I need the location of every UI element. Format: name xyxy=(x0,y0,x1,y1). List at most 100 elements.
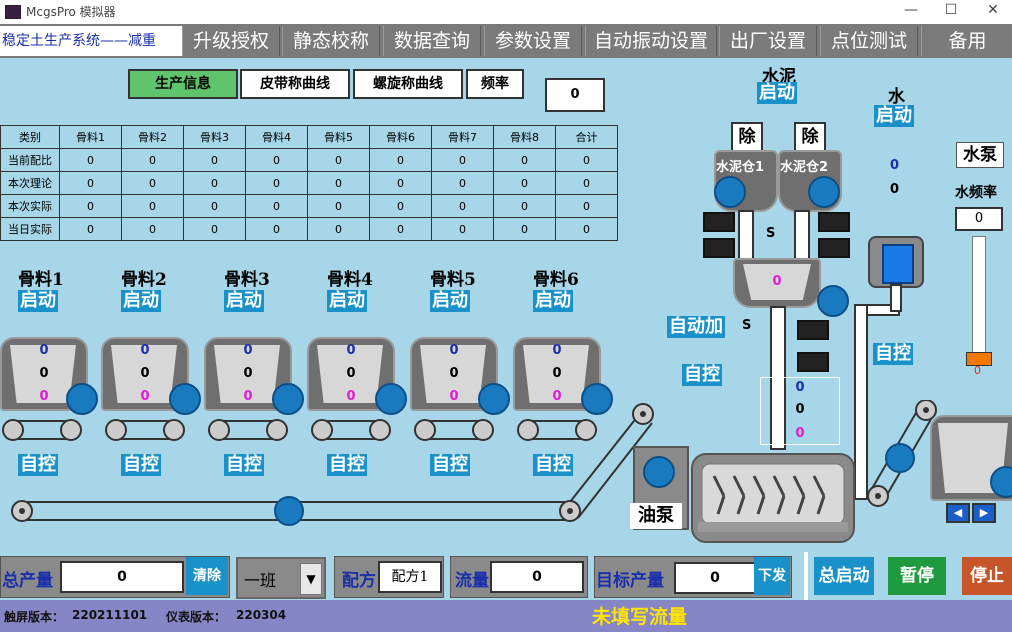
aggregate-start-button[interactable]: 启动 xyxy=(430,290,470,312)
water-freq-input[interactable]: 0 xyxy=(955,207,1003,231)
aggregate-start-button[interactable]: 启动 xyxy=(224,290,264,312)
oil-pump-label: 油泵 xyxy=(630,503,682,529)
aggregate-start-button[interactable]: 启动 xyxy=(533,290,573,312)
table-cell: 0 xyxy=(183,194,246,218)
aggregate-hopper: 0 0 0 xyxy=(101,337,189,411)
table-cell: 0 xyxy=(245,171,308,195)
aggregate-start-button[interactable]: 启动 xyxy=(18,290,58,312)
vibrator-indicator[interactable] xyxy=(169,383,201,415)
clear-button[interactable]: 清除 xyxy=(186,557,228,595)
flow-input[interactable]: 0 xyxy=(490,561,584,593)
cement-start-button[interactable]: 启动 xyxy=(757,82,797,104)
arrow-right-icon[interactable]: ▶ xyxy=(972,503,996,523)
screw-motor-icon xyxy=(797,320,829,340)
start-all-button[interactable]: 总启动 xyxy=(814,557,874,595)
silo-1-vibrator[interactable] xyxy=(714,176,746,208)
chevron-down-icon[interactable]: ▼ xyxy=(300,563,322,595)
status-message: 未填写流量 xyxy=(592,606,688,628)
vibrator-indicator[interactable] xyxy=(478,383,510,415)
table-cell: 0 xyxy=(307,148,370,172)
water-pipe xyxy=(890,284,902,312)
aggregate-mode-button[interactable]: 自控 xyxy=(121,454,161,476)
total-output-label: 总产量 xyxy=(2,571,53,591)
aggregate-name: 骨料6 xyxy=(533,270,579,290)
table-header: 骨料6 xyxy=(369,125,432,149)
water-value: 0 xyxy=(890,158,900,173)
auto-add-button[interactable]: 自动加 xyxy=(667,316,725,338)
discharge-bin-vibrator[interactable] xyxy=(990,466,1012,498)
row-label: 当前配比 xyxy=(0,148,60,172)
pause-button[interactable]: 暂停 xyxy=(888,557,946,595)
belt-roller xyxy=(208,419,230,441)
tab-belt-scale-curve[interactable]: 皮带称曲线 xyxy=(240,69,350,99)
table-cell: 0 xyxy=(555,194,618,218)
cement-silo-1-label: 水泥仓1 xyxy=(716,160,765,175)
water-start-button[interactable]: 启动 xyxy=(874,105,914,127)
menu-point-test[interactable]: 点位测试 xyxy=(820,26,918,56)
tab-spiral-scale-curve[interactable]: 螺旋称曲线 xyxy=(353,69,463,99)
belt-roller xyxy=(369,419,391,441)
maximize-button[interactable]: ☐ xyxy=(944,2,958,18)
water-mode-button[interactable]: 自控 xyxy=(873,343,913,365)
table-cell: 0 xyxy=(307,171,370,195)
aggregate-mode-button[interactable]: 自控 xyxy=(430,454,470,476)
menu-parameters[interactable]: 参数设置 xyxy=(484,26,582,56)
table-cell: 0 xyxy=(555,171,618,195)
tab-production-info[interactable]: 生产信息 xyxy=(128,69,238,99)
aggregate-mode-button[interactable]: 自控 xyxy=(533,454,573,476)
feeder-belt xyxy=(10,420,70,440)
total-output-field: 0 xyxy=(60,561,184,593)
cement-hopper-vibrator[interactable] xyxy=(817,285,849,317)
table-cell: 0 xyxy=(245,217,308,241)
cement-remove-1-button[interactable]: 除 xyxy=(731,122,763,152)
tab-frequency[interactable]: 频率 xyxy=(466,69,524,99)
menu-static-calibration[interactable]: 静态校称 xyxy=(282,26,380,56)
hopper-value: 0 xyxy=(39,343,49,358)
feeder-belt xyxy=(525,420,585,440)
table-cell: 0 xyxy=(555,148,618,172)
oil-pump-indicator[interactable] xyxy=(643,456,675,488)
silo-2-vibrator[interactable] xyxy=(808,176,840,208)
vibrator-indicator[interactable] xyxy=(272,383,304,415)
aggregate-start-button[interactable]: 启动 xyxy=(327,290,367,312)
belt-roller xyxy=(266,419,288,441)
menu-upgrade-auth[interactable]: 升级授权 xyxy=(182,26,280,56)
aggregate-start-button[interactable]: 启动 xyxy=(121,290,161,312)
recipe-field[interactable]: 配方1 xyxy=(378,561,442,593)
shift-select[interactable]: 一班 ▼ xyxy=(236,557,326,599)
table-cell: 0 xyxy=(431,148,494,172)
aggregate-name: 骨料5 xyxy=(430,270,476,290)
touch-version-label: 触屏版本： xyxy=(4,610,65,624)
belt-roller xyxy=(60,419,82,441)
table-cell: 0 xyxy=(59,217,122,241)
water-freq-slider-handle[interactable] xyxy=(966,352,992,366)
aggregate-mode-button[interactable]: 自控 xyxy=(224,454,264,476)
minimize-button[interactable]: — xyxy=(904,2,918,18)
target-output-input[interactable]: 0 xyxy=(674,562,756,594)
feeder-belt xyxy=(216,420,276,440)
aggregate-mode-button[interactable]: 自控 xyxy=(18,454,58,476)
menu-spare[interactable]: 备用 xyxy=(921,26,1012,56)
aggregate-mode-button[interactable]: 自控 xyxy=(327,454,367,476)
menu-auto-vibration[interactable]: 自动振动设置 xyxy=(585,26,717,56)
menu-factory-settings[interactable]: 出厂设置 xyxy=(719,26,817,56)
stop-button[interactable]: 停止 xyxy=(962,557,1012,595)
menu-data-query[interactable]: 数据查询 xyxy=(383,26,481,56)
close-button[interactable]: ✕ xyxy=(987,2,999,18)
water-slider-value: 0 xyxy=(974,364,981,377)
vibrator-indicator[interactable] xyxy=(581,383,613,415)
arrow-left-icon[interactable]: ◀ xyxy=(946,503,970,523)
send-button[interactable]: 下发 xyxy=(754,557,790,595)
table-cell: 0 xyxy=(369,148,432,172)
vibrator-indicator[interactable] xyxy=(375,383,407,415)
table-cell: 0 xyxy=(121,217,184,241)
screw-motor-icon xyxy=(818,238,850,258)
cement-remove-2-button[interactable]: 除 xyxy=(794,122,826,152)
target-output-label: 目标产量 xyxy=(596,571,664,591)
cement-mode-button[interactable]: 自控 xyxy=(682,364,722,386)
water-freq-label: 水频率 xyxy=(955,185,997,201)
aggregate-name: 骨料2 xyxy=(121,270,167,290)
vibrator-indicator[interactable] xyxy=(66,383,98,415)
water-freq-slider-track[interactable] xyxy=(972,236,986,366)
hopper-value: 0 xyxy=(449,343,459,358)
